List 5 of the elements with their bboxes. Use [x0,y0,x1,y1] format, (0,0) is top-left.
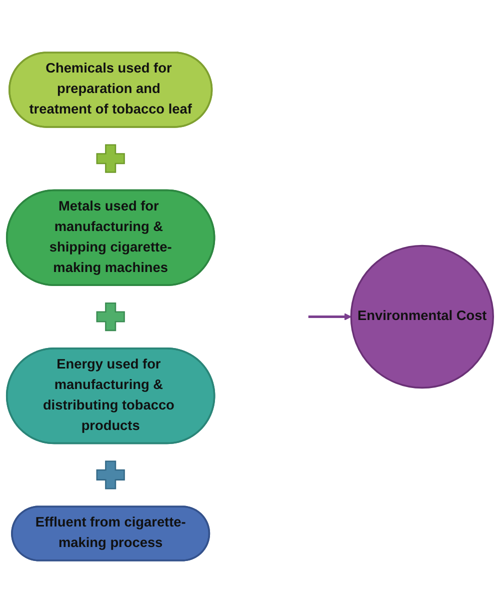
node-circle: Environmental Cost [350,244,494,389]
arrow [308,313,352,321]
node-plus [96,460,125,490]
node-plus [96,302,125,332]
node-plus [96,144,125,173]
